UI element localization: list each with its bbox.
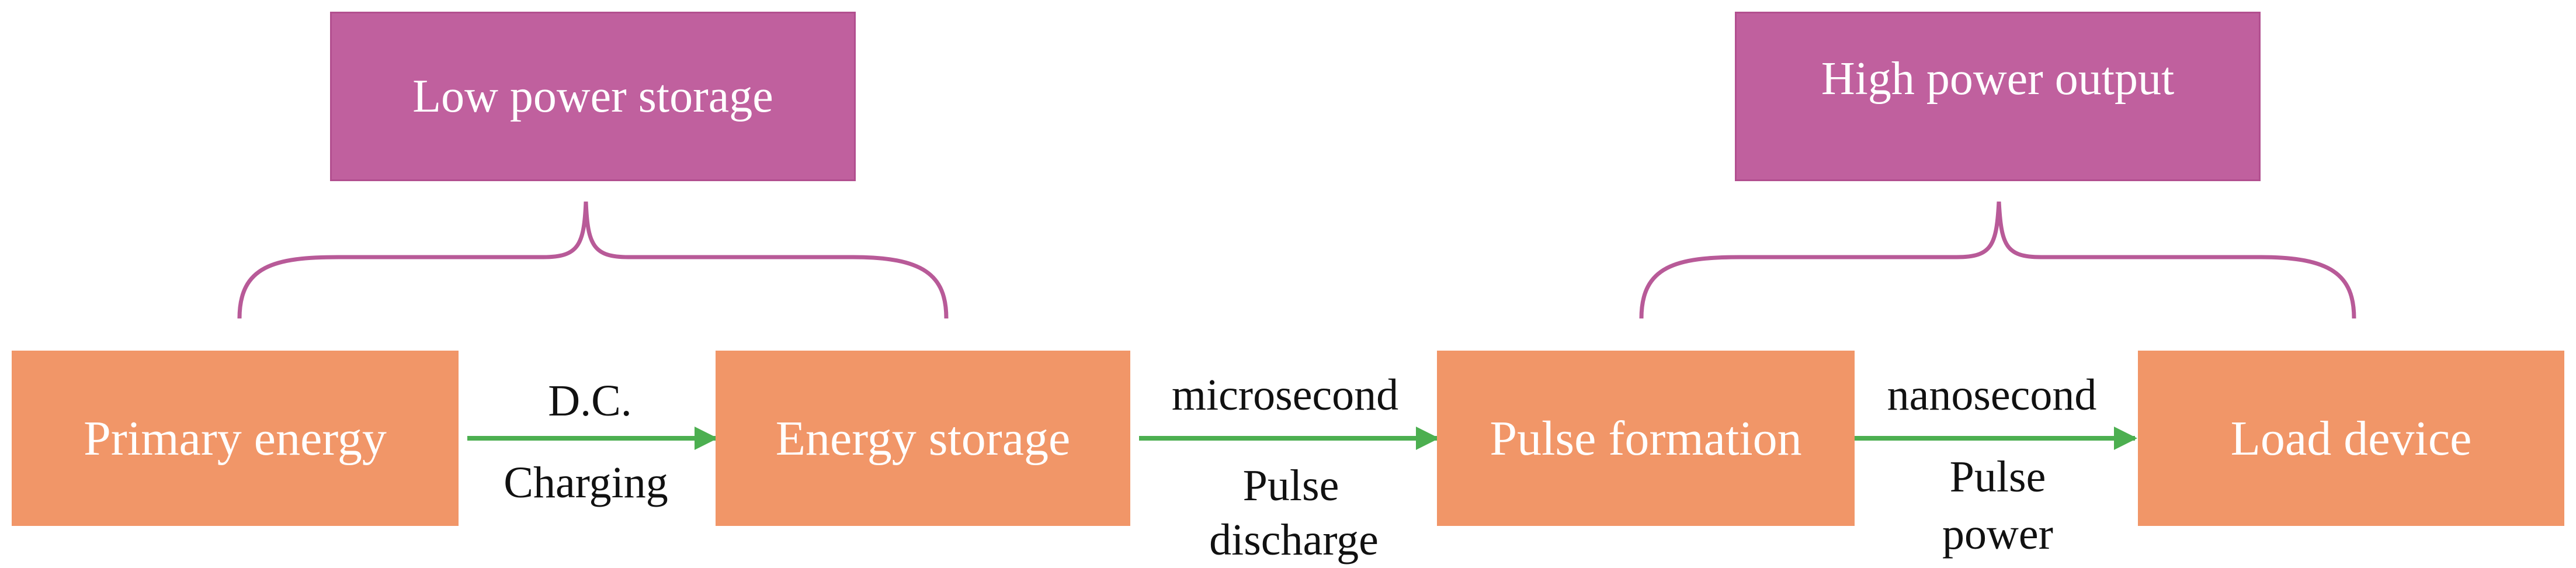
high-power-output-box: High power output [1735, 12, 2261, 181]
micro-pulse-label: Pulse [1242, 461, 1339, 510]
high-power-output-label: High power output [1821, 53, 2175, 105]
energy-storage-label: Energy storage [775, 411, 1071, 466]
microsecond-label: microsecond [1171, 370, 1399, 420]
pulse-formation-label: Pulse formation [1490, 411, 1802, 466]
primary-energy-box: Primary energy [12, 351, 459, 526]
discharge-label: discharge [1209, 515, 1379, 564]
dc-label: D.C. [548, 376, 632, 425]
low-power-storage-label: Low power storage [412, 70, 773, 122]
low-power-storage-box: Low power storage [330, 12, 856, 181]
power-label: power [1942, 510, 2053, 559]
primary-energy-label: Primary energy [84, 411, 387, 466]
energy-storage-box: Energy storage [716, 351, 1130, 526]
load-device-box: Load device [2138, 351, 2564, 526]
brace-low-power [237, 201, 949, 319]
nano-pulse-label: Pulse [1949, 452, 2046, 501]
charging-label: Charging [504, 458, 668, 507]
load-device-label: Load device [2230, 411, 2472, 466]
nanosecond-label: nanosecond [1887, 370, 2097, 420]
brace-high-power [1639, 201, 2356, 319]
pulse-formation-box: Pulse formation [1437, 351, 1855, 526]
